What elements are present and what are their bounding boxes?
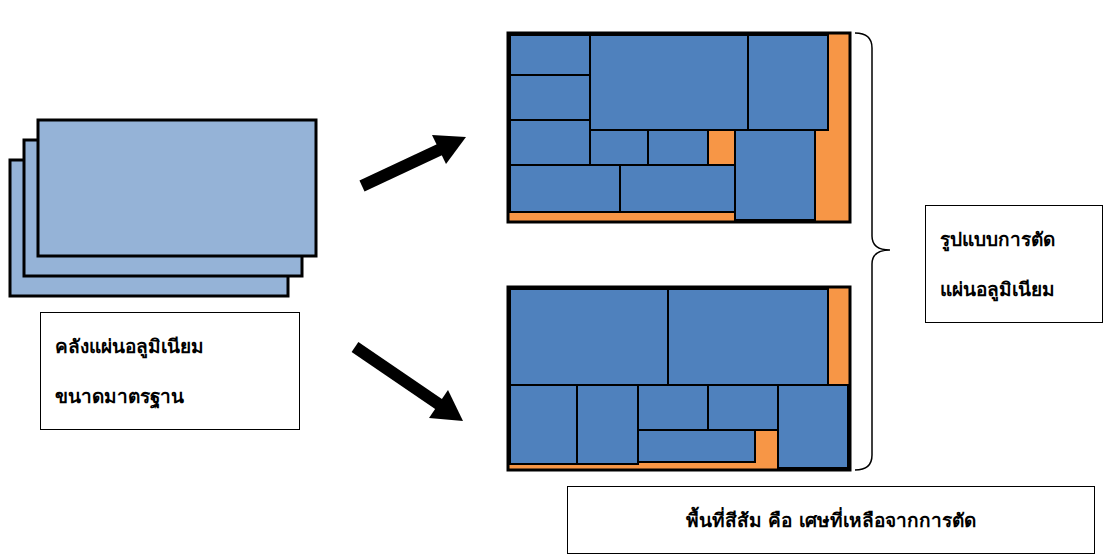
box-label: พื้นที่สีส้ม คือ เศษที่เหลือจากการตัด [582,495,1080,545]
arrows [355,135,466,421]
cut-piece [590,35,748,130]
arrow-head [432,135,466,164]
cut-piece [510,35,590,75]
cut-piece [748,35,828,130]
cut-piece [510,165,620,212]
text-box: รูปแบบการตัด แผ่นอลูมิเนียม [925,205,1103,323]
cutting-pattern [508,287,850,470]
text-box: คลังแผ่นอลูมิเนียม ขนาดมาตรฐาน [40,312,300,430]
cut-piece [735,130,815,220]
arrow-shaft [362,149,441,186]
cut-piece [778,385,848,468]
sheet [38,120,316,256]
cut-piece [668,289,828,385]
sheet-stack [10,120,316,296]
cut-piece [648,130,708,165]
box-label: รูปแบบการตัด แผ่นอลูมิเนียม [940,214,1059,314]
cut-piece [510,289,668,385]
arrow-shaft [355,347,440,405]
cut-piece [590,130,648,165]
cut-piece [708,385,778,430]
cut-piece [510,385,577,464]
sheet-outline [508,287,850,470]
sheet-outline [508,33,850,222]
text-box: พื้นที่สีส้ม คือ เศษที่เหลือจากการตัด [567,486,1095,554]
curly-brace [855,33,890,470]
cut-piece [638,430,755,462]
cut-piece [577,385,638,464]
arrow-head [429,390,463,421]
cut-piece [638,385,708,430]
cut-piece [620,165,735,212]
box-label: คลังแผ่นอลูมิเนียม ขนาดมาตรฐาน [55,321,207,421]
cutting-pattern [508,33,850,222]
cut-piece [510,75,590,120]
cut-piece [510,120,590,165]
